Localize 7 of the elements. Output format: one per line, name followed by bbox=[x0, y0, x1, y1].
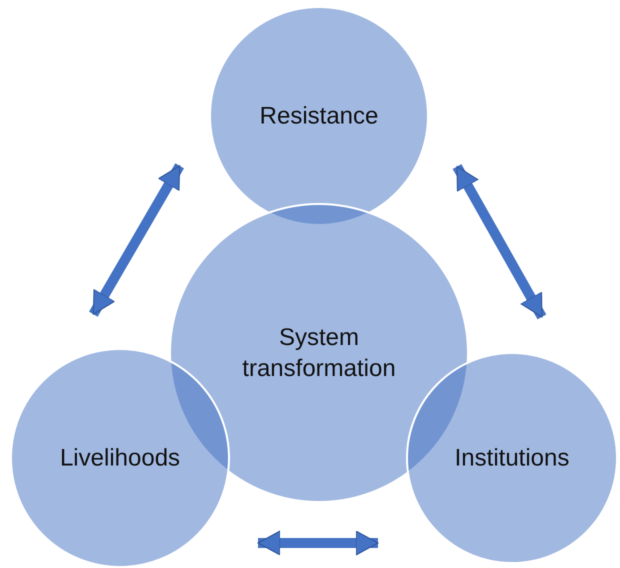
circle-label: Institutions bbox=[454, 443, 570, 474]
double-arrow bbox=[258, 530, 378, 556]
circle-label: Livelihoods bbox=[60, 443, 180, 474]
circle-label: System transformation bbox=[241, 322, 397, 384]
double-arrow bbox=[452, 164, 546, 320]
double-arrow bbox=[89, 163, 184, 317]
circle-label: Resistance bbox=[260, 101, 378, 132]
